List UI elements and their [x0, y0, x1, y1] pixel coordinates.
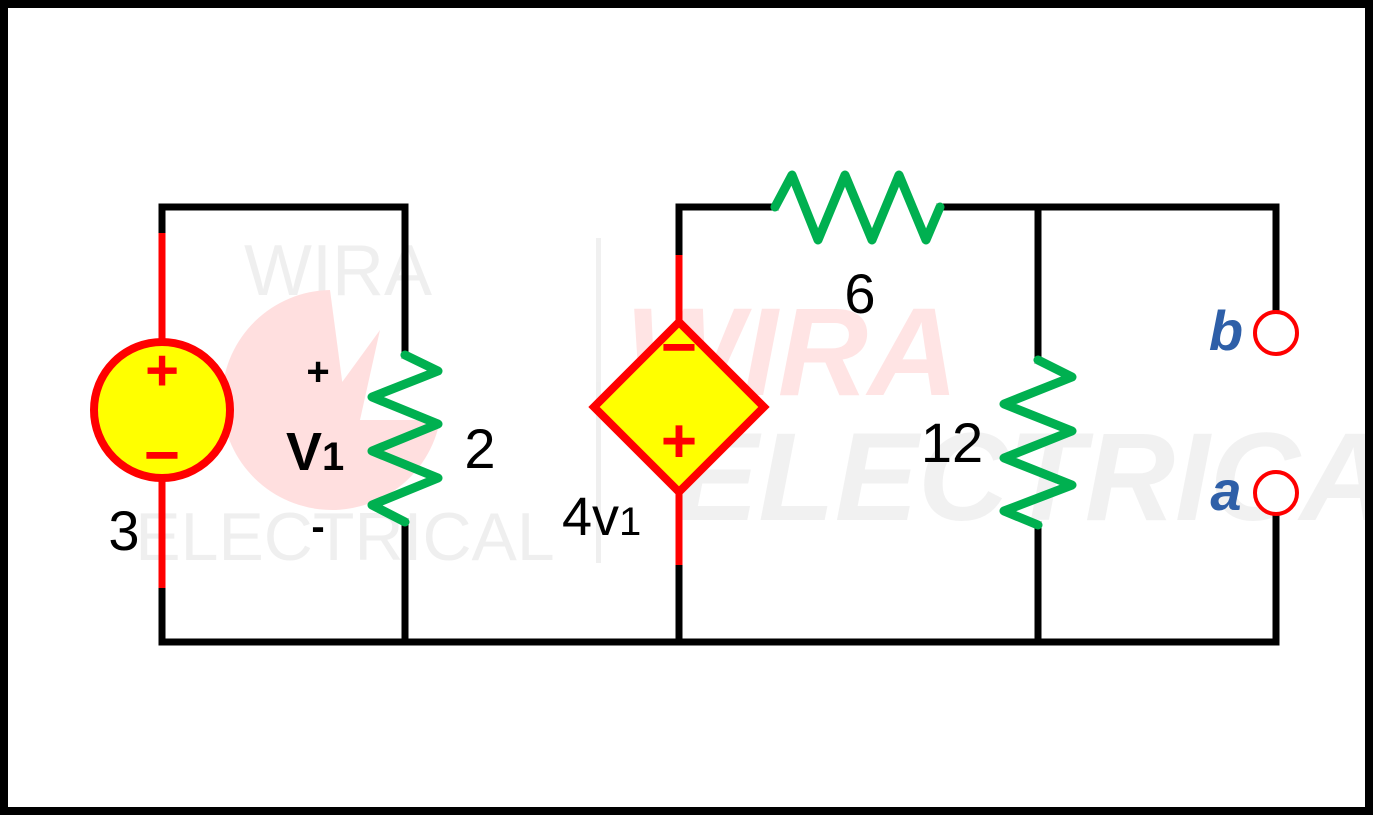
terminal-a-label: a	[1210, 459, 1241, 522]
dependent-source-value-main: 4v	[562, 487, 619, 547]
resistor-zigzag-icon	[770, 170, 945, 245]
terminal-circle-icon	[1253, 310, 1299, 356]
resistor-zigzag-icon	[367, 350, 443, 527]
wire-top-right	[936, 203, 1280, 316]
terminal-a: a	[1210, 459, 1299, 522]
v1-label-name: V	[286, 422, 322, 482]
terminal-b: b	[1209, 299, 1299, 362]
resistor-2-value-label: 2	[464, 417, 495, 480]
voltage-source-3: + − 3	[90, 233, 234, 588]
resistor-zigzag-icon	[999, 355, 1077, 530]
dependent-source-value-sub: 1	[619, 500, 641, 544]
voltage-source-plus: +	[145, 338, 179, 403]
resistor-2: 2 + V1 -	[286, 350, 496, 549]
watermark-left-top: WIRA	[244, 231, 432, 311]
watermark-left-bottom: ELECTRICAL	[135, 499, 554, 575]
independent-voltage-source-icon	[90, 338, 234, 482]
v1-label: V1	[286, 422, 344, 482]
wire-dep-source-top	[675, 203, 779, 259]
dependent-source-plus: +	[661, 407, 697, 476]
dependent-source-4v1: − + 4v1	[562, 255, 770, 565]
voltage-source-minus: −	[144, 421, 180, 490]
dependent-voltage-source-icon	[588, 316, 770, 498]
terminal-b-label: b	[1209, 299, 1243, 362]
wire-left-loop-bottom	[158, 508, 1280, 646]
wires	[158, 203, 1280, 646]
resistor-2-plus: +	[306, 350, 329, 394]
dependent-source-value-label: 4v1	[562, 487, 641, 547]
dependent-source-minus: −	[661, 313, 697, 382]
terminal-circle-icon	[1253, 470, 1299, 516]
resistor-6-value-label: 6	[844, 262, 875, 325]
resistor-2-minus: -	[311, 505, 324, 549]
wire-left-loop-top	[158, 203, 409, 359]
voltage-source-value-label: 3	[108, 499, 139, 562]
v1-label-sub: 1	[322, 435, 344, 479]
resistor-12: 12	[921, 355, 1077, 530]
resistor-6: 6	[770, 170, 945, 325]
resistor-12-value-label: 12	[921, 411, 983, 474]
